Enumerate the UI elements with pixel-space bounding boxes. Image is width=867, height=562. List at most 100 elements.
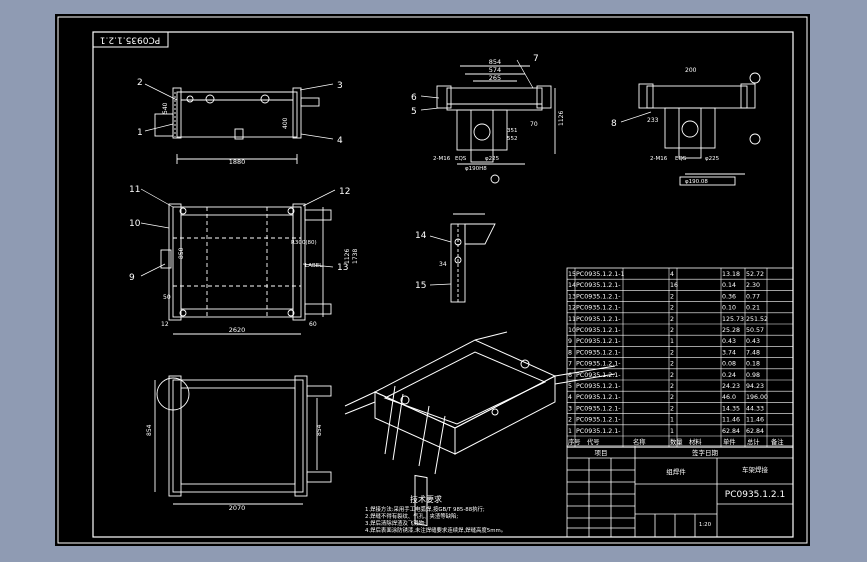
- view-top-left: [154, 87, 320, 164]
- bom-cell-mass: 25.28: [722, 327, 740, 334]
- view-top-right: [638, 72, 761, 186]
- drawing-viewport[interactable]: PC0935.1.2.1 1880 540 400 2 1 3 4: [55, 14, 810, 546]
- callout-3: 3: [337, 81, 343, 91]
- bom-cell-total: 50.57: [746, 327, 764, 334]
- bom-cell-mass: 0.08: [722, 361, 736, 368]
- dim-351: 351: [507, 128, 518, 134]
- label-2-m16: 2-M16: [433, 156, 451, 162]
- bom-cell-mass: 0.43: [722, 338, 736, 345]
- callout-4: 4: [337, 136, 343, 146]
- dim-60: 60: [309, 321, 317, 328]
- cad-drawing: PC0935.1.2.1 1880 540 400 2 1 3 4: [57, 16, 808, 544]
- view-top-middle: [436, 65, 556, 184]
- note-4: 4.焊后表面涂防锈漆,未注焊缝要求连续焊,焊缝高度5mm。: [365, 526, 506, 534]
- callouts-top-middle: 6 5 7: [411, 54, 539, 117]
- bom-cell-total: 52.72: [746, 271, 764, 278]
- dim-854: 854: [489, 58, 501, 66]
- bom-cell-mass: 3.74: [722, 349, 736, 356]
- bom-cell-qty: 1: [670, 417, 674, 424]
- bom-header-total: 总计: [747, 437, 760, 446]
- label-eqs: EQS: [455, 156, 467, 162]
- dim-265: 265: [489, 74, 501, 82]
- dim-phi225-right: φ225: [705, 156, 720, 162]
- callout-13: 13: [337, 263, 348, 273]
- callouts-top-right: 8: [611, 111, 652, 129]
- isometric-view: [344, 331, 616, 527]
- callout-15: 15: [415, 281, 426, 291]
- bom-cell-no: 15: [568, 271, 576, 278]
- bom-cell-total: 62.84: [746, 428, 764, 435]
- view-bottom-left: [154, 375, 332, 505]
- bom-cell-no: 1: [568, 428, 572, 435]
- note-2: 2.焊缝不得有裂纹、气孔、夹渣等缺陷;: [365, 512, 458, 520]
- label-eqs-right: EQS: [675, 156, 687, 162]
- bom-cell-code: PC0935.1.2.1-: [576, 349, 621, 356]
- bom-cell-mass: 46.0: [722, 394, 736, 401]
- callouts-middle-left: 11 10 9 12 13: [129, 185, 350, 283]
- drawing-number-box: PC0935.1.2.1: [92, 31, 169, 48]
- bom-cell-mass: 11.46: [722, 417, 740, 424]
- bom-cell-no: 2: [568, 417, 572, 424]
- dim-2070: 2070: [229, 504, 246, 512]
- dim-label: LABEL: [305, 263, 323, 269]
- bom-header-code: 代号: [587, 437, 600, 446]
- callout-8: 8: [611, 119, 617, 129]
- dim-phi190-right: φ190.08: [685, 179, 708, 185]
- bom-cell-no: 4: [568, 394, 572, 401]
- bom-cell-code: PC0935.1.2.1-: [576, 394, 621, 401]
- bom-header-mass: 单件: [723, 437, 736, 446]
- callout-11: 11: [129, 185, 140, 195]
- label-2-m16-right: 2-M16: [650, 156, 668, 162]
- bom-cell-no: 12: [568, 305, 576, 312]
- title-block-header-right: 签字日期: [692, 448, 719, 457]
- note-1: 1.焊接方法:采用手工电弧焊,按GB/T 985-88执行;: [365, 505, 485, 513]
- bom-cell-code: PC0935.1.2.1-: [576, 428, 621, 435]
- bom-cell-qty: 4: [670, 271, 674, 278]
- bom-cell-total: 0.77: [746, 293, 760, 300]
- bom-cell-total: 2.30: [746, 282, 760, 289]
- outer-frame: [57, 16, 808, 544]
- title-block: [566, 445, 794, 538]
- bom-cell-code: PC0935.1.2.1-: [576, 405, 621, 412]
- bom-cell-qty: 16: [670, 282, 678, 289]
- bom-cell-code: PC0935.1.2.1-: [576, 372, 621, 379]
- dim-854-left: 854: [146, 424, 153, 436]
- callout-7: 7: [533, 54, 539, 64]
- bom-header-remark: 备注: [771, 437, 784, 446]
- bom-cell-qty: 2: [670, 293, 674, 300]
- callout-1: 1: [137, 128, 143, 138]
- callout-14: 14: [415, 231, 427, 241]
- bom-cell-code: PC0935.1.2.1-: [576, 417, 621, 424]
- title-block-header-left: 项目: [595, 449, 608, 457]
- bom-cell-code: PC0935.1.2.1-: [576, 305, 621, 312]
- bom-cell-total: 44.33: [746, 405, 764, 412]
- callout-6: 6: [411, 93, 417, 103]
- bom-cell-code: PC0935.1.2.1-: [576, 383, 621, 390]
- bom-cell-no: 3: [568, 405, 572, 412]
- bom-cell-qty: 1: [670, 428, 674, 435]
- bom-header-name: 名称: [633, 437, 646, 446]
- bom-cell-code: PC0935.1.2.1-: [576, 361, 621, 368]
- view-middle-center: [450, 213, 496, 303]
- bom-cell-no: 14: [568, 282, 576, 289]
- bom-cell-no: 13: [568, 293, 576, 300]
- bom-cell-qty: 2: [670, 383, 674, 390]
- bom-cell-mass: 0.24: [722, 372, 736, 379]
- dim-540: 540: [162, 102, 169, 114]
- title-block-name-left: 组焊件: [666, 467, 686, 476]
- bom-cell-code: PC0935.1.2.1-: [576, 338, 621, 345]
- dim-34: 34: [439, 261, 447, 268]
- bom-cell-total: 0.21: [746, 305, 760, 312]
- bom-cell-total: 11.46: [746, 417, 764, 424]
- dim-70: 70: [530, 121, 538, 128]
- bom-header-qty: 数量: [670, 437, 683, 446]
- bom-cell-total: 0.43: [746, 338, 760, 345]
- dim-200: 200: [685, 67, 697, 74]
- bom-cell-qty: 1: [670, 338, 674, 345]
- bom-cell-total: 251.52: [746, 316, 768, 323]
- callout-10: 10: [129, 219, 141, 229]
- bom-cell-code: PC0935.1.2.1-: [576, 316, 621, 323]
- bom-cell-mass: 0.14: [722, 282, 736, 289]
- dims-bottom-left: 2070 854 854: [146, 424, 323, 512]
- callouts-middle-center: 14 15 34: [415, 231, 452, 291]
